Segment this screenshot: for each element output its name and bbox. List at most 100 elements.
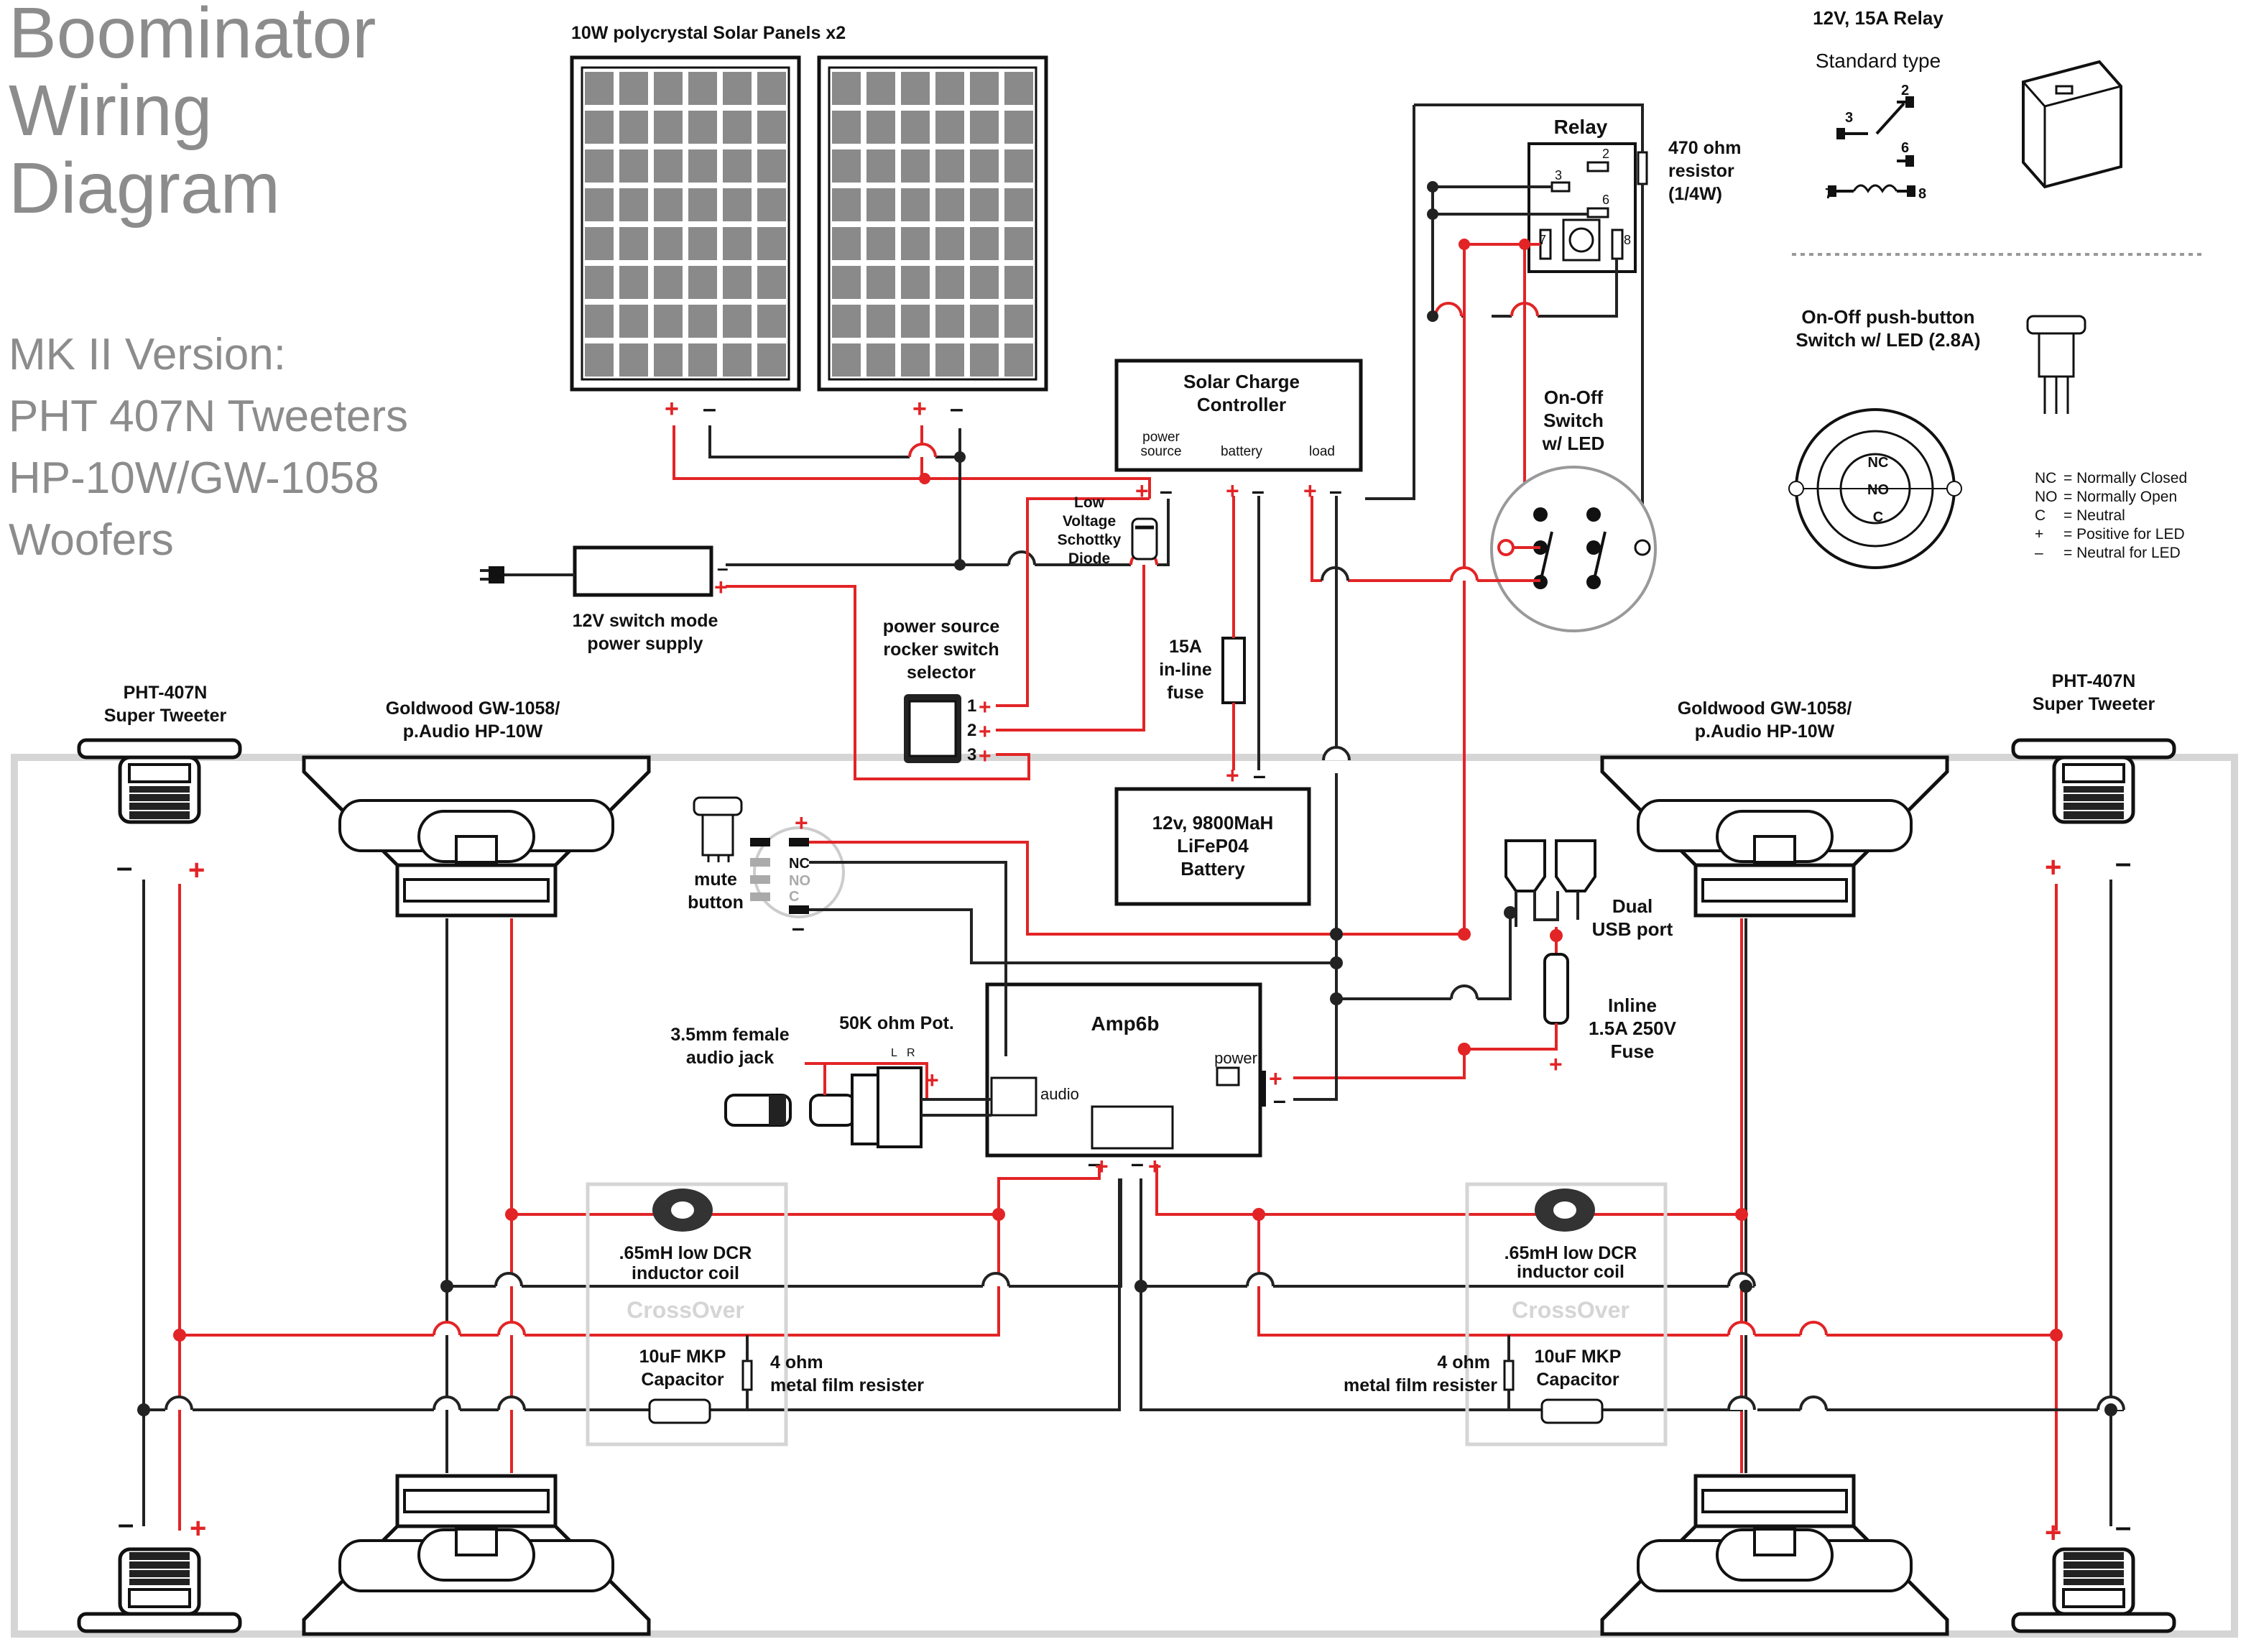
hop-1 [908, 443, 937, 458]
panel-right-plus: + [912, 395, 927, 423]
controller-batt-plus: + [1226, 478, 1239, 504]
hop-22 [1799, 1321, 1828, 1337]
woofer-bottom-right [1602, 1476, 1947, 1634]
solar-cell [757, 72, 786, 105]
solar-cell [619, 72, 648, 105]
hop-10 [981, 1272, 1010, 1288]
solar-cell [1004, 343, 1033, 377]
mute-switch[interactable] [750, 826, 845, 918]
solar-cell [866, 111, 895, 144]
xl-res1: 4 ohm [770, 1352, 823, 1372]
solar-cell [901, 149, 930, 183]
resistor-470 [1637, 151, 1648, 185]
onoff-switch[interactable] [1490, 466, 1657, 632]
rocker-pin3-wire [984, 753, 1030, 780]
xr-cap1: 10uF MKP [1535, 1347, 1622, 1367]
amp-label: Amp6b [1091, 1012, 1160, 1035]
solar-cell [654, 266, 683, 299]
solar-cell [585, 188, 614, 221]
tweeter-left-line1: PHT-407N [124, 683, 208, 703]
inductor-coil-right [1535, 1189, 1595, 1232]
node [1427, 208, 1438, 220]
solar-cell [901, 266, 930, 299]
rocker-plus3: + [979, 744, 992, 768]
fuse-output-wire [1464, 1023, 1558, 1051]
solar-cell [1004, 188, 1033, 221]
xr-cap2: Capacitor [1536, 1370, 1619, 1390]
solar-cell [723, 111, 752, 144]
solar-cell [585, 72, 614, 105]
rocker-switch[interactable] [904, 694, 961, 763]
node [1504, 906, 1517, 919]
solar-cell [935, 149, 964, 183]
relay-pin2: 2 [1602, 147, 1609, 161]
panel-right-minus: – [950, 395, 963, 423]
mute-no: NO [789, 873, 810, 889]
tweeter-tl-minus: – [116, 852, 132, 883]
solar-cell [654, 305, 683, 338]
rocker-line3: selector [907, 663, 976, 683]
relay-label: Relay [1554, 116, 1608, 138]
mute-button-photo [693, 796, 743, 862]
fuse15b-line2: 1.5A 250V [1589, 1017, 1677, 1039]
potentiometer[interactable] [809, 1066, 923, 1148]
relay-pin6: 6 [1602, 193, 1609, 207]
relay-pin3: 3 [1555, 168, 1562, 183]
solar-cell [723, 227, 752, 260]
node [2104, 1403, 2117, 1416]
fuse15b-line3: Fuse [1611, 1040, 1655, 1062]
legend-relay-p3: 3 [1845, 110, 1853, 126]
battery-minus: – [1253, 762, 1266, 788]
node [1459, 239, 1470, 250]
resistor470-line3: (1/4W) [1668, 184, 1722, 204]
speaker-negative-verticals [142, 880, 2112, 1526]
right-negative-bus [1140, 1178, 2124, 1411]
amp-power-plus: + [1269, 1066, 1282, 1092]
node [1458, 1043, 1471, 1056]
solar-cell [619, 227, 648, 260]
psu-positive-wire [726, 585, 984, 780]
battery-line3: Battery [1180, 858, 1245, 880]
node [1330, 956, 1343, 969]
solar-cell [832, 305, 861, 338]
amp-audio-label: audio [1040, 1085, 1079, 1103]
subtitle-line1: MK II Version: [9, 330, 286, 379]
left-positive-bus [512, 1164, 1101, 1216]
power-supply-line1: 12V switch mode [573, 611, 718, 631]
solar-cell [935, 188, 964, 221]
amp-power-negative-wire [1293, 934, 1338, 1101]
hop-9 [494, 1272, 523, 1288]
hop-19 [1246, 1272, 1275, 1288]
panel-left-plus: + [665, 395, 679, 423]
amp-power-terminal [1216, 1066, 1240, 1086]
solar-cell [585, 343, 614, 377]
legend-switch-no: NO [1867, 482, 1889, 498]
solar-cell [619, 188, 648, 221]
load-positive-wire [1311, 496, 1540, 582]
solar-cell [619, 305, 648, 338]
solar-cell [585, 149, 614, 183]
solar-cell [757, 188, 786, 221]
node [1134, 1280, 1147, 1293]
diode-line4: Diode [1068, 550, 1110, 567]
solar-cell [688, 72, 717, 105]
crossover-right-box [1465, 1182, 1668, 1446]
amp-audio-input [990, 1076, 1037, 1117]
hop-14 [433, 1321, 461, 1337]
solar-cell [688, 111, 717, 144]
controller-term1b: source [1140, 444, 1181, 459]
solar-cell [723, 188, 752, 221]
enclosure-outline [11, 754, 2238, 1638]
mute-line1: mute [694, 869, 737, 890]
solar-cell [757, 305, 786, 338]
rocker-plus2: + [979, 720, 992, 744]
amp-power-minus: – [1273, 1087, 1286, 1113]
legend-relay-subtitle: Standard type [1816, 50, 1941, 72]
solar-cell [619, 343, 648, 377]
solar-cell [688, 343, 717, 377]
node [1330, 928, 1343, 941]
rocker-plus1: + [979, 696, 992, 719]
solar-cell [970, 111, 999, 144]
